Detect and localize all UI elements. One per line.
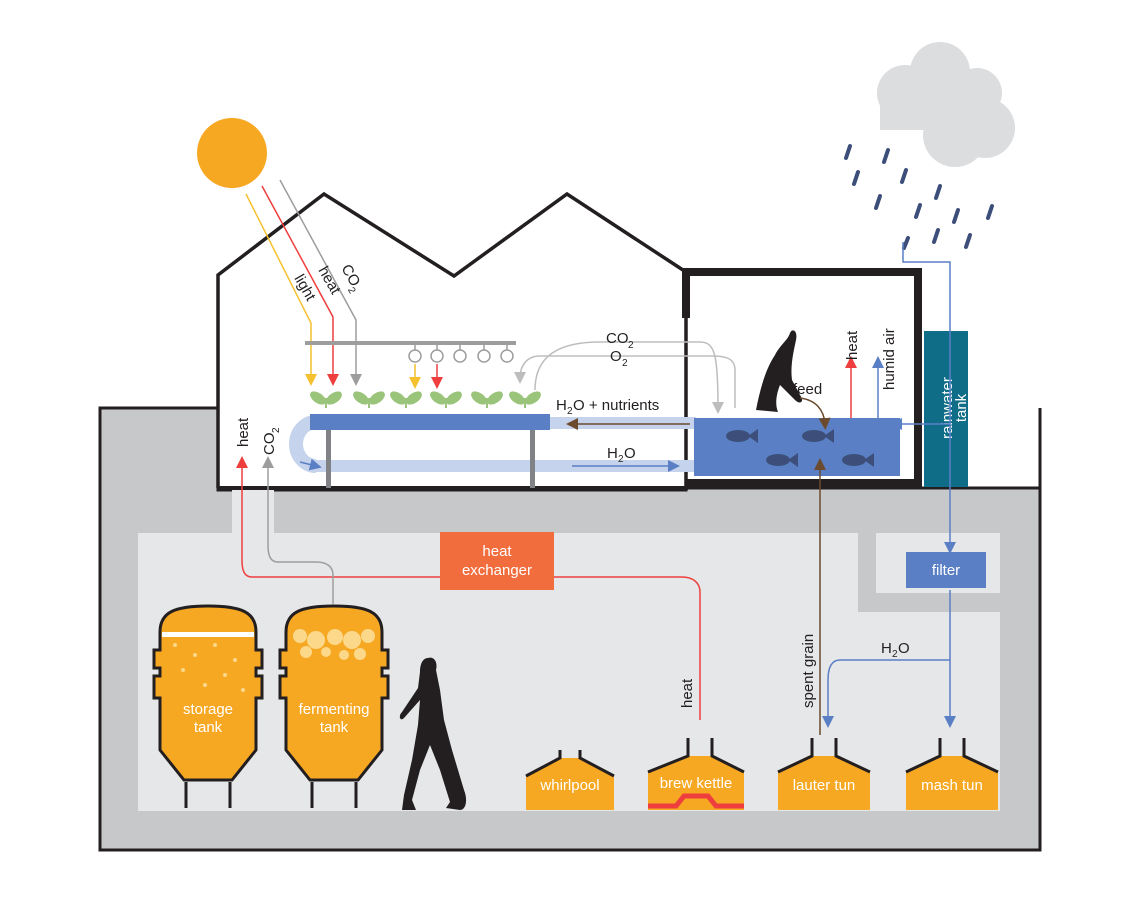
- heat-exchanger: heat exchanger: [440, 532, 554, 590]
- brew-kettle-label: brew kettle: [660, 775, 733, 792]
- h2o-pipe-label: H 2 O: [607, 445, 636, 465]
- svg-text:O: O: [610, 348, 622, 365]
- storage-tank-label-2: tank: [194, 719, 223, 736]
- svg-text:CO: CO: [261, 433, 278, 456]
- fermenting-tank: fermenting tank: [278, 604, 390, 808]
- svg-text:2: 2: [628, 340, 634, 351]
- rainwater-tank: rainwater tank: [924, 331, 970, 487]
- svg-text:H: H: [607, 445, 618, 462]
- humid-air-label: humid air: [881, 328, 898, 390]
- svg-text:2: 2: [618, 454, 624, 465]
- mash-tun-label: mash tun: [921, 777, 983, 794]
- filter-label: filter: [932, 562, 960, 579]
- left-co2-label: CO 2: [261, 427, 282, 455]
- lauter-tun-label: lauter tun: [793, 777, 856, 794]
- bulb-icons: [408, 345, 514, 363]
- svg-text:2: 2: [622, 358, 628, 369]
- sun-icon: [197, 118, 267, 188]
- h2o-nutrients-label: H 2 O + nutrients: [556, 397, 659, 417]
- spent-grain-label: spent grain: [800, 634, 817, 708]
- rain-icon: [844, 144, 994, 250]
- fermenting-tank-label-1: fermenting: [299, 701, 370, 718]
- fish-tank: [694, 418, 900, 476]
- fish-icons: [726, 429, 874, 467]
- svg-text:CO: CO: [606, 330, 629, 347]
- storage-tank-label-1: storage: [183, 701, 233, 718]
- cloud-icon: [877, 42, 1015, 167]
- svg-text:2: 2: [892, 649, 898, 660]
- heat-exchanger-label-2: exchanger: [462, 562, 532, 579]
- sun-rays: [245, 179, 362, 386]
- walking-person-icon: [399, 657, 467, 810]
- storage-tank: storage tank: [152, 604, 264, 808]
- fermenting-tank-label-2: tank: [320, 719, 349, 736]
- heat-exchanger-label-1: heat: [482, 543, 512, 560]
- hydroponic-pipes: [289, 414, 696, 488]
- svg-text:2: 2: [271, 427, 282, 433]
- svg-text:2: 2: [567, 406, 573, 417]
- svg-text:O + nutrients: O + nutrients: [573, 397, 659, 414]
- feed-label: feed: [793, 381, 822, 398]
- svg-text:O: O: [624, 445, 636, 462]
- svg-text:O: O: [898, 640, 910, 657]
- kettle-heat-label: heat: [679, 678, 696, 708]
- lauter-tun: lauter tun: [777, 738, 871, 810]
- svg-text:2: 2: [345, 286, 358, 297]
- svg-text:H: H: [556, 397, 567, 414]
- left-heat-label: heat: [235, 417, 252, 447]
- whirlpool-label: whirlpool: [539, 777, 599, 794]
- fish-heat-label: heat: [844, 330, 861, 360]
- filter: filter: [906, 552, 986, 588]
- plant-icons: [310, 391, 541, 408]
- mash-tun: mash tun: [905, 738, 999, 810]
- rainwater-tank-label-2: tank: [953, 393, 970, 422]
- whirlpool: whirlpool: [525, 750, 615, 810]
- co2-o2-label: CO 2 O 2: [606, 330, 634, 369]
- feeder-person-icon: [756, 330, 803, 412]
- basement-h2o-label: H 2 O: [881, 640, 910, 660]
- brew-kettle: brew kettle: [647, 738, 745, 810]
- grow-light-bar: [305, 341, 516, 345]
- svg-text:H: H: [881, 640, 892, 657]
